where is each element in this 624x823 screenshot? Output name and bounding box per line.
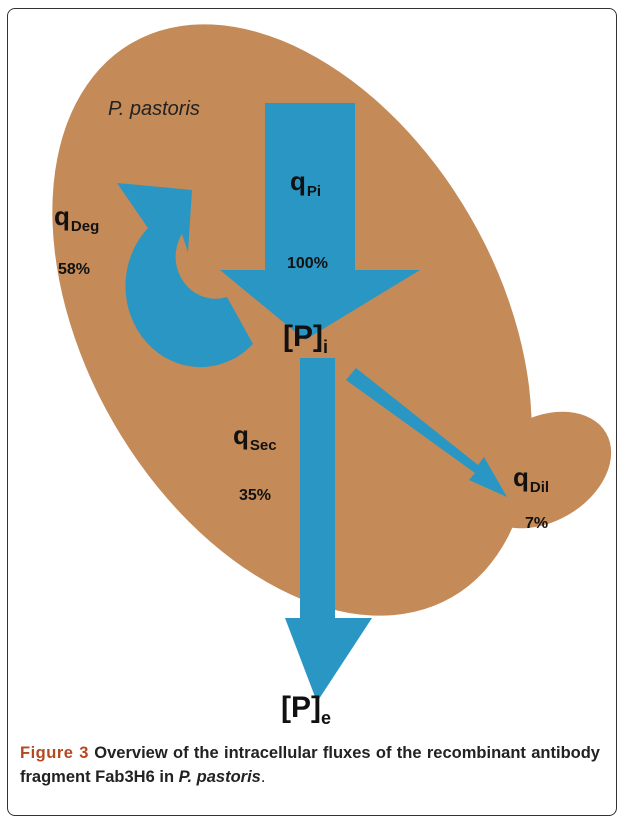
dilution-flux-symbol: q: [513, 462, 529, 492]
extracellular-pool-subscript: e: [321, 708, 332, 728]
dilution-flux-subscript: Dil: [529, 479, 550, 496]
degradation-arrow: [117, 183, 253, 368]
caption-species: P. pastoris: [178, 768, 261, 786]
degradation-flux-label: qDeg: [54, 201, 99, 235]
secretion-flux-subscript: Sec: [249, 437, 277, 454]
intracellular-pool-label: [P]i: [283, 320, 328, 358]
secretion-arrow: [285, 358, 372, 702]
daughter-bud: [472, 411, 612, 529]
secretion-flux-symbol: q: [233, 420, 249, 450]
production-flux-label: qPi: [290, 166, 321, 200]
intracellular-pool-symbol: [P]: [283, 320, 323, 353]
dilution-flux-percent: 7%: [525, 515, 549, 532]
caption-end: .: [260, 768, 266, 786]
production-flux-subscript: Pi: [306, 183, 322, 200]
intracellular-pool-subscript: i: [323, 337, 329, 357]
production-flux-percent: 100%: [287, 255, 328, 272]
caption-text: Overview of the intracellular fluxes of …: [20, 744, 600, 786]
figure-caption: Figure 3 Overview of the intracellular f…: [20, 741, 600, 789]
dilution-flux-label: qDil: [513, 462, 549, 496]
degradation-flux-subscript: Deg: [70, 218, 100, 235]
production-flux-symbol: q: [290, 166, 306, 196]
extracellular-pool-symbol: [P]: [281, 691, 321, 724]
secretion-flux-label: qSec: [233, 420, 277, 454]
secretion-flux-percent: 35%: [239, 487, 272, 504]
degradation-flux-percent: 58%: [58, 261, 91, 278]
figure-number: Figure 3: [20, 744, 89, 762]
dilution-arrow: [346, 368, 507, 497]
organism-label: P. pastoris: [108, 98, 200, 120]
degradation-flux-symbol: q: [54, 201, 70, 231]
figure-frame: [7, 8, 617, 816]
production-arrow: [220, 103, 420, 340]
extracellular-pool-label: [P]e: [281, 691, 331, 729]
